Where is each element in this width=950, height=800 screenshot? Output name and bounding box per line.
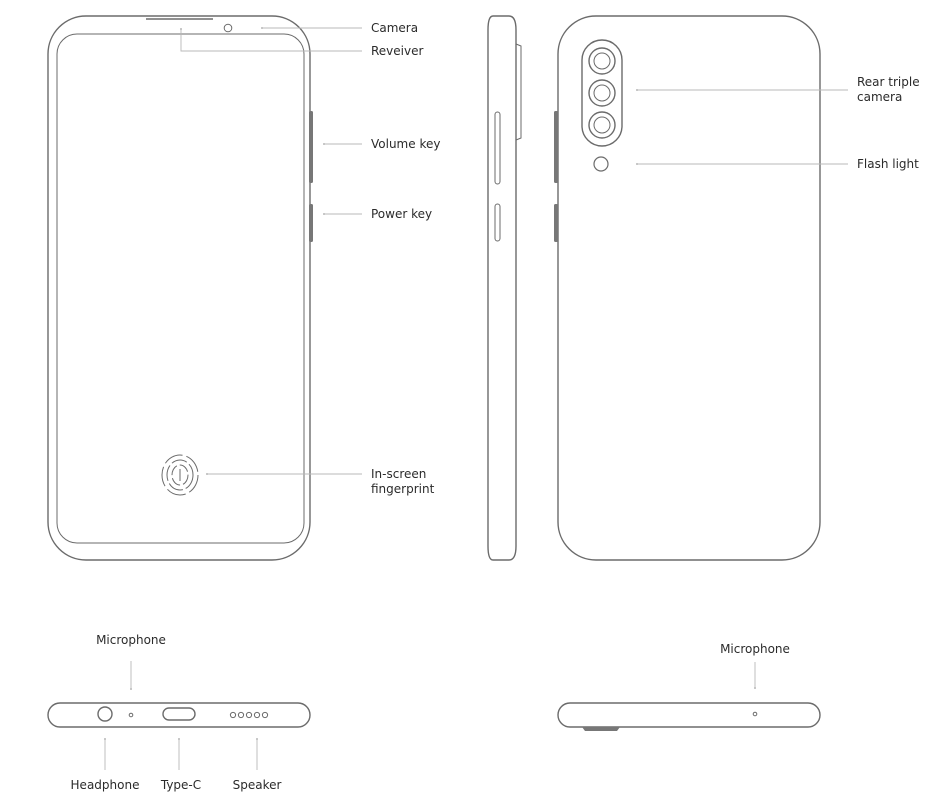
side-view [487,15,522,561]
front-view [47,15,313,561]
back-body-outline [557,15,821,561]
side-volume-key [494,111,501,185]
back-side-key-volume [554,111,558,183]
bottom-microphone-hole [128,712,134,718]
flash-light-label: Flash light [857,157,919,171]
rear-camera-lens-1 [588,47,616,75]
top-edge-view [557,702,821,731]
rear-camera-lens-2 [588,79,616,107]
side-camera-bump [515,43,522,141]
back-side-key-power [554,204,558,242]
rear-camera-label-line1: Rear triple [857,75,920,89]
side-body-outline [487,15,517,561]
receiver-label: Reveiver [371,44,424,58]
top-microphone-hole [752,711,758,717]
front-camera [223,23,233,33]
fingerprint-label-line1: In-screen [371,467,427,481]
fingerprint-label-line2: fingerprint [371,482,435,496]
front-screen-outline [56,33,305,544]
top-edge-key [582,727,620,731]
bottom-microphone-label: Microphone [96,633,166,647]
front-body-outline [47,15,311,561]
top-microphone-label: Microphone [720,642,790,656]
type-c-label: Type-C [160,778,202,792]
speaker-grille [229,711,269,719]
rear-camera-label-line2: camera [857,90,903,104]
power-key-label: Power key [371,207,433,221]
rear-camera-lens-3 [588,111,616,139]
side-power-key [494,203,501,242]
flash-light [593,156,609,172]
rear-camera-module [581,39,623,147]
type-c-port [162,707,196,721]
top-edge-outline [557,702,821,728]
back-view [554,15,821,561]
fingerprint-icon [161,454,199,496]
speaker-label: Speaker [232,778,282,792]
bottom-edge-outline [47,702,311,728]
headphone-jack [97,706,113,722]
leader-lines [104,27,848,770]
headphone-label: Headphone [70,778,140,792]
camera-label: Camera [371,21,419,35]
bottom-edge-view [47,702,311,728]
front-power-key [309,204,313,242]
volume-key-label: Volume key [371,137,441,151]
front-volume-key [309,111,313,183]
